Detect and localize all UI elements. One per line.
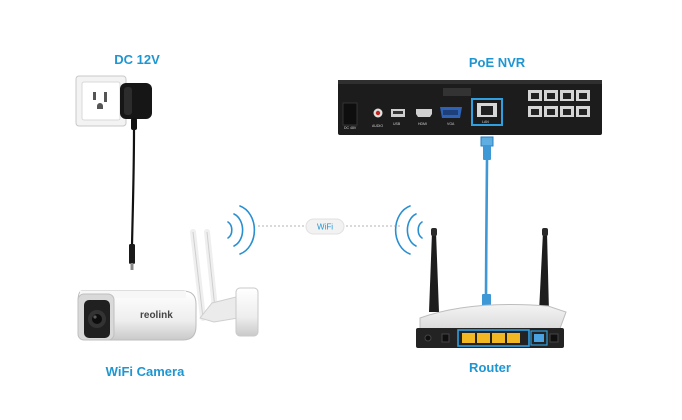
dc-power-label: DC 12V: [114, 52, 160, 67]
wifi-signal-icon: [394, 205, 423, 255]
wifi-pill-label: WiFi: [317, 223, 333, 232]
svg-text:LAN: LAN: [482, 120, 489, 124]
svg-text:AUDIO: AUDIO: [372, 124, 383, 128]
svg-text:HDMI: HDMI: [418, 122, 427, 126]
wifi-pill: WiFi: [305, 218, 345, 235]
router: [416, 228, 567, 348]
nvr-label: PoE NVR: [468, 55, 526, 70]
svg-text:VGA: VGA: [447, 122, 455, 126]
camera-label: WiFi Camera: [105, 364, 185, 379]
router-label: Router: [469, 360, 511, 375]
poe-nvr: DC 48V AUDIO USB HDMI VGA LAN: [338, 80, 602, 135]
dc-power-cable: [130, 128, 136, 246]
wifi-signal-icon: [227, 205, 256, 255]
dc-plug: [129, 244, 135, 270]
wall-outlet-icon: [75, 75, 127, 127]
camera-logo: reolink: [140, 310, 173, 321]
svg-text:DC 48V: DC 48V: [344, 126, 357, 130]
wifi-camera: reolink: [77, 229, 259, 341]
ethernet-cable-icon: [480, 136, 494, 310]
svg-text:USB: USB: [393, 122, 401, 126]
power-adapter-icon: [120, 83, 152, 130]
